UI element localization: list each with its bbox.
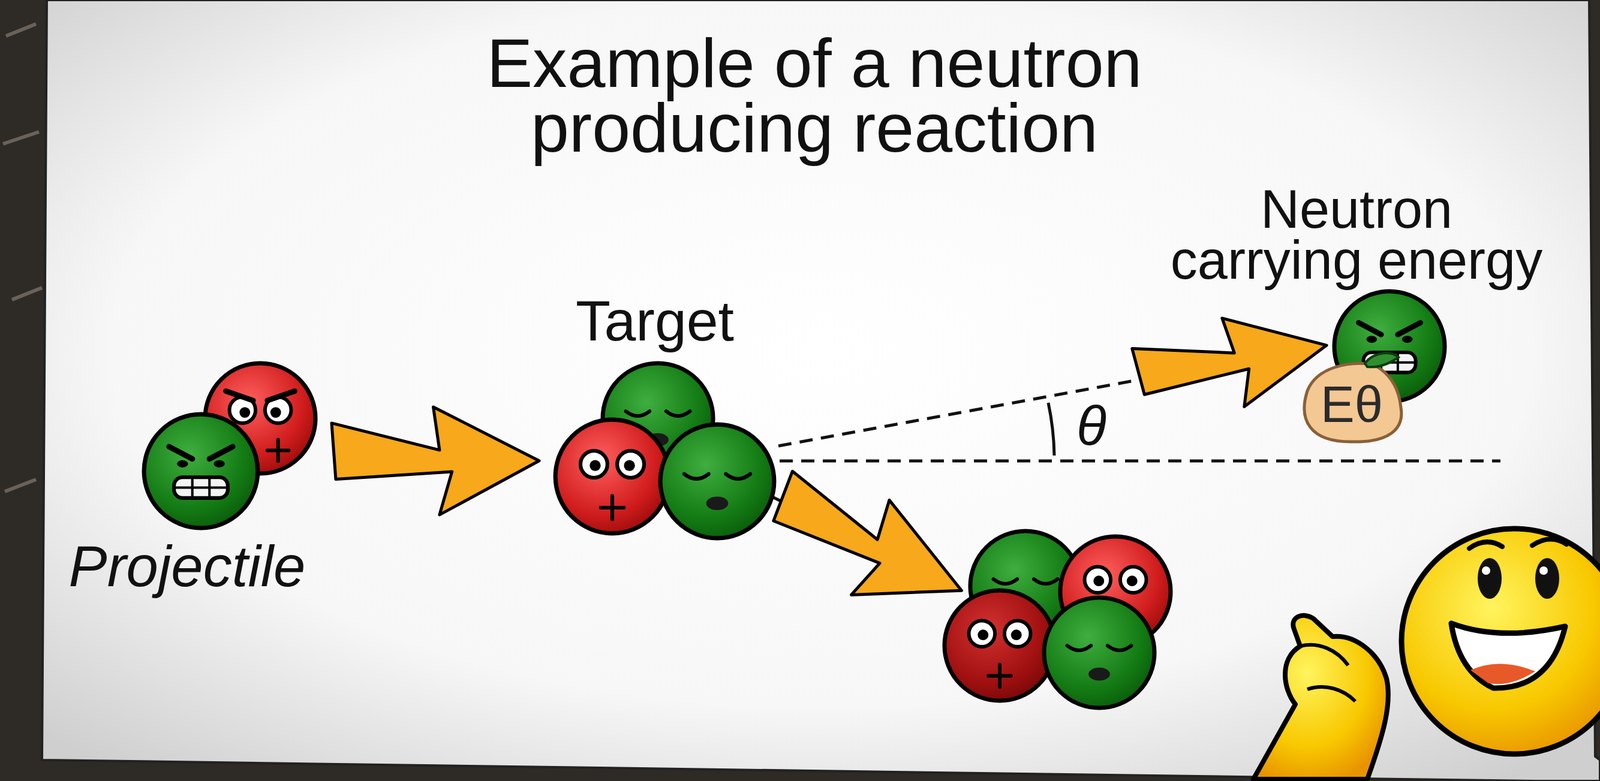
- eye: [1477, 558, 1502, 600]
- proton: [555, 419, 670, 534]
- label-wrap: θ: [0, 0, 30, 63]
- reaction-arrow: [331, 407, 540, 516]
- particle-node: Projectile: [139, 359, 320, 533]
- neutron-particle: [1044, 597, 1155, 709]
- particle-node: Target: [551, 359, 779, 543]
- paper-sheet: [41, 0, 1600, 781]
- tongue: [1470, 663, 1536, 685]
- presenter-smiley: [1253, 528, 1600, 780]
- eyebrow: [1469, 539, 1567, 549]
- mouth: [1451, 623, 1566, 689]
- node-label: Eθ: [1320, 375, 1383, 435]
- hand: [1253, 615, 1389, 780]
- reaction-arrow: [778, 318, 1327, 447]
- angle-label: θ: [1076, 394, 1107, 458]
- node-label: Projectile: [68, 533, 306, 600]
- eye-glint: [1539, 566, 1548, 576]
- node-label: Target: [575, 288, 735, 354]
- eye: [1535, 558, 1560, 600]
- eye-glint: [1481, 566, 1491, 576]
- angle-arc: [1048, 402, 1055, 456]
- face: [1401, 528, 1600, 755]
- arrow-shape: [1132, 318, 1327, 408]
- title-wrap: Example of a neutron producing reaction: [382, 30, 1247, 161]
- dashed-path: [778, 370, 1195, 447]
- neutron-particle: [143, 414, 258, 529]
- bag-tie: [1364, 353, 1399, 368]
- money-bag: [1304, 363, 1402, 442]
- arrow-shape: [331, 407, 540, 516]
- node-label: Neutron carrying energy: [1170, 184, 1544, 287]
- proton: [944, 590, 1055, 702]
- backdrop-detail: [2, 23, 42, 492]
- product-arrow: [755, 457, 984, 637]
- neutron-particle: [660, 424, 775, 539]
- reference-line: [779, 459, 1501, 463]
- title: Example of a neutron producing reaction: [382, 30, 1247, 161]
- finger-line: [1300, 645, 1356, 702]
- particle-node: Eθ: [1302, 362, 1402, 443]
